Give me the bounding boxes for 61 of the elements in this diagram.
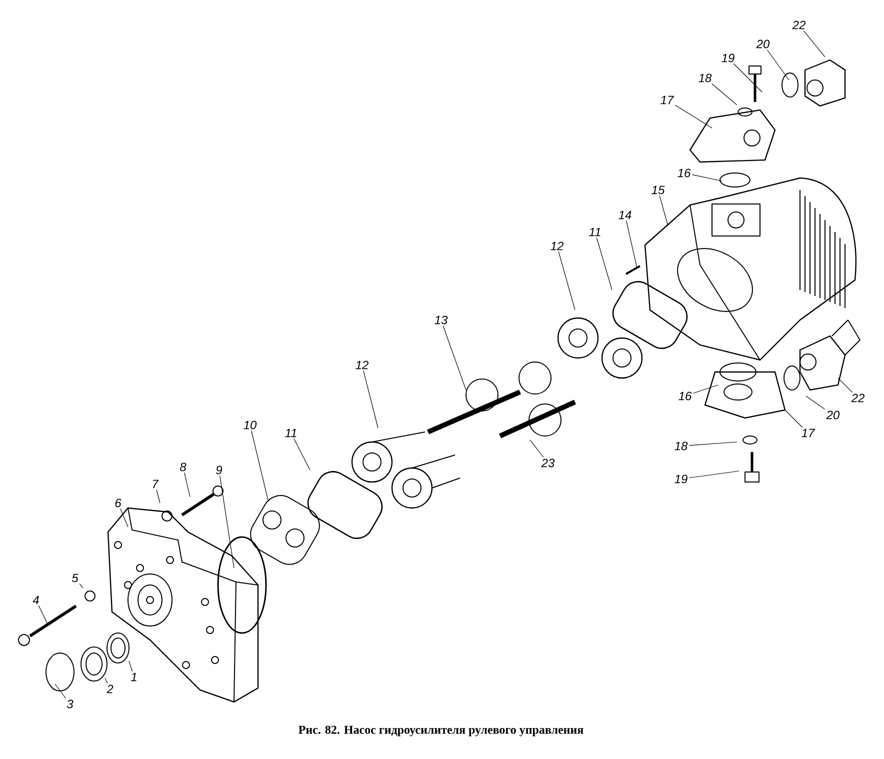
callout-number: 16 — [678, 392, 692, 400]
callout-number: 20 — [756, 40, 770, 48]
callout-number: 11 — [285, 428, 296, 438]
leader-line — [688, 470, 740, 478]
leader-line — [220, 475, 234, 568]
callout-number: 1 — [130, 672, 136, 682]
callout-number: 16 — [678, 168, 691, 178]
leader-line — [838, 378, 853, 393]
leader-line — [733, 63, 762, 92]
callout-number: 17 — [802, 428, 816, 438]
callout-number: 4 — [32, 596, 39, 604]
leader-line — [184, 472, 190, 498]
callout-number: 18 — [698, 74, 712, 82]
callout-number: 18 — [674, 442, 688, 450]
leader-line — [558, 251, 576, 310]
callout-number: 13 — [434, 316, 448, 324]
callout-number: 22 — [851, 394, 864, 402]
leader-line — [294, 438, 310, 470]
callout-number: 15 — [652, 186, 665, 194]
leader-line — [626, 220, 638, 268]
leader-line — [766, 49, 790, 80]
leader-line — [674, 104, 712, 128]
callout-number: 19 — [722, 54, 734, 62]
leader-line — [806, 396, 826, 410]
leader-line — [692, 384, 718, 394]
leader-line — [156, 489, 160, 504]
callout-number: 11 — [589, 228, 600, 236]
leader-line — [712, 83, 738, 106]
leader-line — [38, 605, 48, 626]
leader-line — [128, 660, 133, 672]
caption: Рис. 82. Насос гидроусилителя рулевого управления — [298, 726, 584, 736]
leader-line — [79, 583, 84, 588]
callout-number: 10 — [244, 420, 257, 430]
callout-number: 22 — [792, 20, 806, 30]
callout-number: 14 — [618, 210, 632, 220]
callout-number: 23 — [541, 458, 555, 468]
callout-number: 3 — [66, 700, 74, 708]
callout-number: 12 — [356, 360, 368, 370]
leader-line — [803, 30, 826, 58]
leader-line — [251, 430, 268, 500]
callout-number: 7 — [152, 480, 159, 488]
callout-number: 5 — [72, 574, 78, 582]
leader-line — [530, 440, 544, 458]
leader-line — [54, 684, 66, 699]
callout-number: 6 — [115, 498, 122, 508]
callout-number: 2 — [106, 684, 114, 694]
callout-number: 17 — [660, 96, 674, 104]
leader-line — [363, 370, 378, 428]
leader-line — [596, 237, 612, 290]
leader-line — [120, 508, 128, 528]
leader-line — [659, 195, 668, 226]
leader-line — [688, 442, 738, 446]
callout-number: 19 — [674, 474, 688, 484]
leader-line — [442, 325, 466, 390]
callout-number: 9 — [216, 466, 222, 474]
leader-line — [692, 174, 722, 182]
leader-line — [784, 410, 803, 428]
callout-number: 12 — [550, 242, 564, 250]
callout-number: 8 — [180, 462, 186, 472]
leader-line — [104, 678, 108, 684]
callout-number: 20 — [826, 410, 840, 420]
